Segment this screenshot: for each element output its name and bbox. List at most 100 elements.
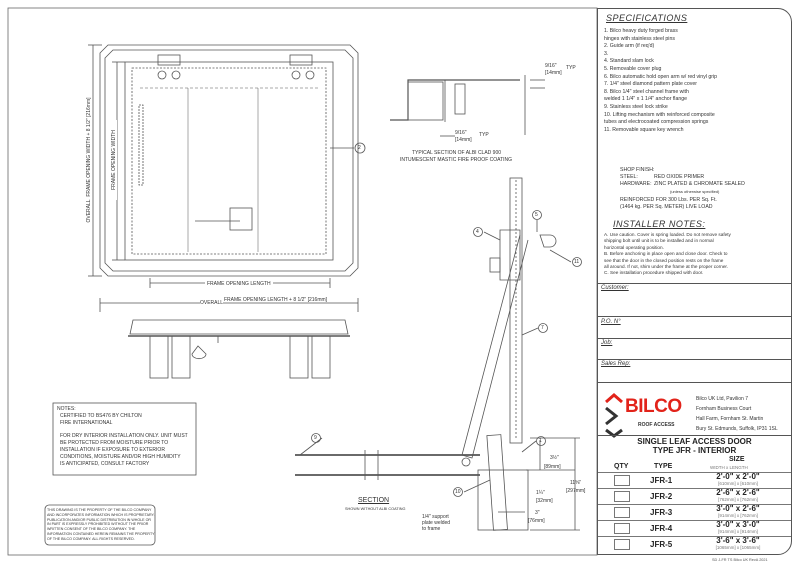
customer-field[interactable]: Customer:: [601, 285, 629, 291]
size-cell: 2'-0" x 2'-0"[610mm] x [610mm]: [698, 472, 778, 487]
type-cell: JFR-5: [650, 540, 673, 549]
copyright-line: PUBLICATION AND/OR PUBLIC DISTRIBUTION I…: [47, 517, 151, 522]
load-rating: REINFORCED FOR 300 Lbs. PER Sq. Ft.: [620, 197, 717, 203]
notes-heading: NOTES:: [57, 406, 76, 412]
note-line: IS ANTICIPATED, CONSULT FACTORY: [60, 461, 150, 468]
note-line: 1/4" support: [422, 514, 449, 520]
notes-box: [52, 402, 197, 476]
qty-input[interactable]: [614, 475, 630, 486]
spec-item: 3.: [604, 50, 609, 57]
dim-label: 3": [535, 510, 540, 516]
product-row: JFR-1 2'-0" x 2'-0"[610mm] x [610mm]: [598, 472, 791, 487]
overall-width-dimension: OVERALL FRAME OPENING WIDTH + 8 1/2" [21…: [86, 90, 92, 230]
size-imperial: 2'-6" x 2'-6": [716, 488, 760, 497]
address-line: Fornham Business Court: [696, 406, 752, 412]
balloon-number: 5: [535, 212, 538, 218]
qty-input[interactable]: [614, 507, 630, 518]
frame-opening-length-label: FRAME OPENING LENGTH: [205, 281, 273, 287]
installer-note: horizontal operating position.: [604, 244, 664, 250]
spec-item: welded 1 1/4" x 1 1/4" anchor flange: [604, 96, 687, 103]
qty-input[interactable]: [614, 523, 630, 534]
size-metric: [610mm] x [610mm]: [718, 481, 758, 486]
section-subtitle: SHOWN WITHOUT ALBI COATING: [345, 507, 406, 511]
balloon-2: [354, 142, 366, 154]
copyright-line: INFORMATION CONTAINED HEREIN REMAINS THE…: [47, 531, 155, 536]
typical-section-caption: INTUMESCENT MASTIC FIRE PROOF COATING: [400, 157, 513, 163]
size-cell: 3'-0" x 3'-0"[914mm] x [914mm]: [698, 520, 778, 535]
product-row: JFR-5 3'-6" x 3'-6"[1065mm] x [1065mm]: [598, 536, 791, 551]
spec-item: 10. Lifting mechanism with reinforced co…: [604, 111, 715, 118]
bilco-logo-chevrons: [605, 393, 623, 438]
size-metric: [914mm] x [762mm]: [718, 513, 758, 518]
address-line: Bilco UK Ltd, Pavilion 7: [696, 396, 748, 402]
dim-label: [297mm]: [566, 488, 586, 494]
installer-notes-title: INSTALLER NOTES:: [613, 219, 706, 229]
support-plate-note: 1/4" support plate welded to frame: [422, 514, 450, 532]
type-header: TYPE: [654, 463, 673, 470]
size-metric: [914mm] x [914mm]: [718, 529, 758, 534]
dim-label: 3½": [550, 455, 559, 461]
size-imperial: 2'-0" x 2'-0": [716, 472, 760, 481]
copyright-line: OF THE BILCO COMPANY. ALL RIGHTS RESERVE…: [47, 536, 135, 541]
address-line: Hall Farm, Fornham St. Martin: [696, 416, 764, 422]
po-number-field[interactable]: P.O. N°: [601, 319, 621, 325]
dim-label: [89mm]: [544, 464, 561, 470]
size-cell: 3'-0" x 2'-6"[914mm] x [762mm]: [698, 504, 778, 519]
dim-label: [14mm]: [545, 70, 562, 76]
sales-rep-field[interactable]: Sales Rep:: [601, 361, 631, 367]
spec-item: 1. Bilco heavy duty forged brass: [604, 28, 678, 34]
type-cell: JFR-3: [650, 508, 673, 517]
steel-label: STEEL:: [620, 174, 638, 180]
overall-length-dim: FRAME OPENING LENGTH + 8 1/2" [216mm]: [224, 297, 328, 303]
installer-note: see that the door in the closed position…: [604, 257, 724, 263]
note-line: BE PROTECTED FROM MOISTURE PRIOR TO: [60, 439, 169, 446]
spec-item: 4. Standard slam lock: [604, 58, 654, 65]
balloon-number: 11: [574, 259, 580, 265]
qty-header: QTY: [614, 463, 629, 470]
qty-input[interactable]: [614, 491, 630, 502]
dim-label: [76mm]: [528, 518, 545, 524]
type-cell: JFR-1: [650, 476, 673, 485]
copyright-box: [44, 504, 156, 546]
product-title: SINGLE LEAF ACCESS DOOR TYPE JFR - INTER…: [598, 437, 791, 455]
dim-label: 1¼": [536, 490, 545, 496]
product-row: JFR-4 3'-0" x 3'-0"[914mm] x [914mm]: [598, 520, 791, 535]
shop-finish: SHOP FINISH: STEEL:RED OXIDE PRIMER HARD…: [620, 167, 745, 211]
dim-label: TYP: [479, 132, 489, 138]
dim-label: TYP: [566, 65, 576, 71]
job-field[interactable]: Job:: [601, 340, 613, 346]
specifications-list: 1. Bilco heavy duty forged brass hinges …: [604, 28, 717, 134]
company-address: Bilco UK Ltd, Pavilion 7 Fornham Busines…: [696, 394, 778, 434]
size-cell: 3'-6" x 3'-6"[1065mm] x [1065mm]: [698, 537, 778, 551]
spec-item: 8. Bilco 1/4" steel channel frame with: [604, 88, 689, 95]
spec-item: hinges with stainless steel pins: [604, 35, 675, 42]
size-imperial: 3'-0" x 2'-6": [716, 504, 760, 513]
spec-item: 6. Bilco automatic hold open arm w/ red …: [604, 73, 718, 80]
bilco-logo-subtitle: ROOF ACCESS: [638, 422, 675, 428]
frame-opening-width-label: FRAME OPENING WIDTH: [111, 120, 117, 200]
spec-item: 5. Removable cover plug: [604, 65, 662, 72]
section-view: [295, 177, 580, 531]
note-line: FIRE INTERNATIONAL: [60, 420, 113, 427]
dim-label: 9/16": [455, 130, 467, 136]
copyright-notice: THIS DRAWING IS THE PROPERTY OF THE BILC…: [47, 508, 155, 542]
balloon-number: 1: [539, 438, 542, 444]
copyright-line: THIS DRAWING IS THE PROPERTY OF THE BILC…: [47, 508, 152, 512]
size-subheader: WIDTH x LENGTH: [710, 465, 748, 470]
installer-notes: A. Use caution. Cover is spring loaded. …: [604, 232, 731, 277]
side-elevation: [128, 319, 350, 379]
size-imperial: 3'-0" x 3'-0": [716, 520, 760, 529]
copyright-line: WRITTEN CONSENT OF THE BILCO COMPANY. TH…: [47, 527, 136, 532]
overall-width-dim: FRAME OPENING WIDTH + 8 1/2" [216mm]: [86, 97, 92, 197]
notes: NOTES: CERTIFIED TO BS476 BY CHILTON FIR…: [57, 406, 188, 469]
installer-note: shipping bolt until unit is to be instal…: [604, 238, 714, 244]
qty-input[interactable]: [614, 539, 630, 550]
product-row: JFR-3 3'-0" x 2'-6"[914mm] x [762mm]: [598, 504, 791, 519]
note-line: CONDITIONS, MOISTURE AND/OR HIGH HUMIDIT…: [60, 454, 181, 461]
bilco-logo-text: BILCO: [625, 396, 682, 417]
balloon-number: 10: [455, 489, 461, 495]
installer-note: B. Before anchoring in place open and cl…: [604, 251, 728, 257]
copyright-line: IN PART IS EXPRESSLY PROHIBITED WITHOUT …: [47, 522, 149, 527]
note-line: to frame: [422, 526, 441, 532]
